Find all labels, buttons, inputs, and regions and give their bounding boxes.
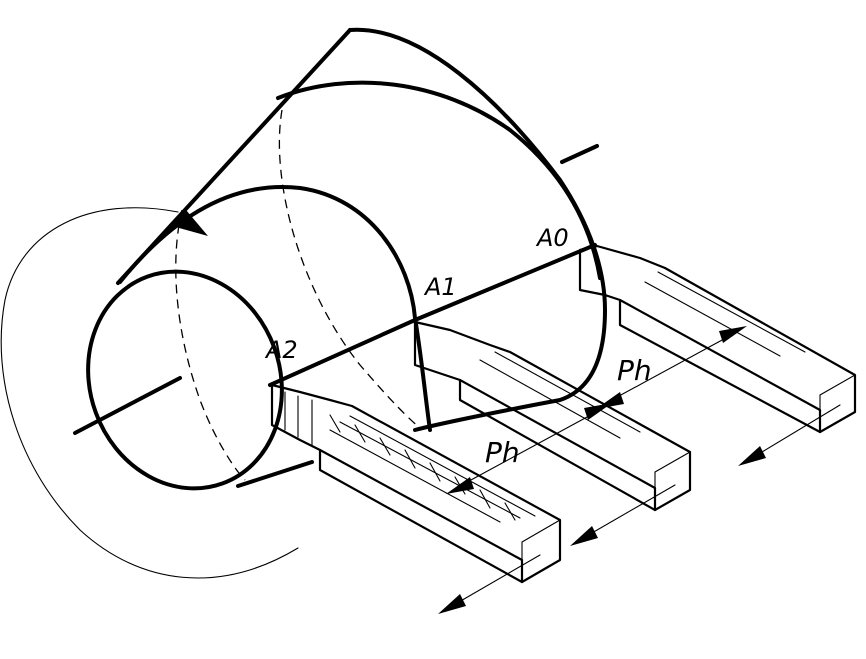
label-a0: A0: [535, 224, 569, 252]
ph-dimension-lower: [446, 403, 612, 494]
feed-arrow-a1: [570, 484, 676, 546]
label-a1: A1: [423, 273, 457, 301]
spindle-axis-left: [73, 376, 182, 435]
rotation-arrow-head: [172, 210, 208, 236]
cone-bottom-generator: [236, 460, 314, 488]
cutting-edge-line: [268, 243, 597, 387]
front-end-ellipse: [86, 269, 284, 491]
feed-arrow-a2: [438, 554, 541, 614]
middle-section-curve: [118, 185, 432, 432]
tool-a2: [270, 383, 562, 584]
rotation-arc: [0, 207, 299, 579]
label-a2: A2: [264, 336, 298, 364]
tool-a1: [413, 320, 692, 512]
hidden-line-back: [278, 109, 421, 429]
spindle-axis-right: [560, 144, 599, 164]
label-ph-lower: Ph: [485, 436, 520, 469]
inner-back-curve: [276, 80, 602, 280]
hidden-line-front: [175, 209, 246, 481]
feed-arrow-a0: [738, 404, 841, 466]
tool-a0: [578, 244, 857, 434]
label-ph-upper: Ph: [617, 354, 652, 387]
ph-dimension-upper: [596, 326, 747, 409]
chip-segments: [284, 391, 516, 521]
